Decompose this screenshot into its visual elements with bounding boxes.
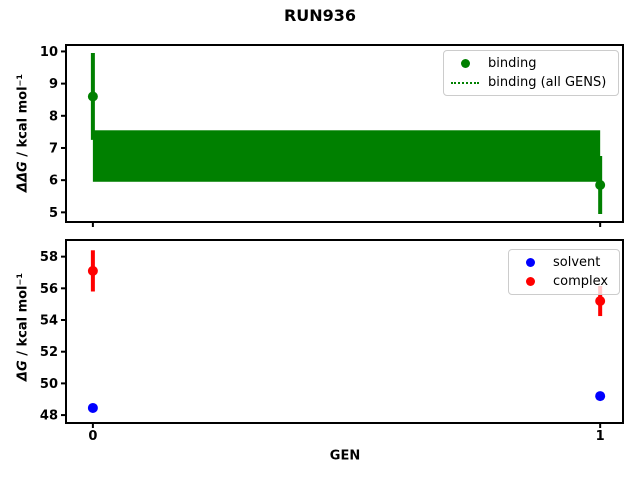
blue-dot-icon [525,258,535,267]
legend-label: complex [553,274,609,289]
binding-data-point [87,91,98,102]
legend-handle [450,81,480,84]
uncertainty-band [92,130,601,182]
delta-delta-g-symbol: ΔΔG [15,161,31,193]
axes-spines [65,239,624,424]
legend-item-binding-all-gens: binding (all GENS) [450,75,612,90]
y-tick-label: 48 [40,409,58,424]
y-tick-label: 52 [40,345,58,360]
legend-item-solvent: solvent [515,255,613,270]
solvent-data-point [595,391,606,402]
red-dot-icon [525,277,535,286]
legend-item-complex: complex [515,274,613,289]
y-tick-label: 7 [49,141,58,156]
legend-handle [450,59,480,68]
legend-handle [515,277,545,286]
delta-g-symbol: ΔG [15,360,31,382]
y-tick-label: 56 [40,282,58,297]
green-dot-icon [460,59,470,68]
y-tick-label: 50 [40,377,58,392]
solvent-data-point [87,402,98,413]
x-axis-label: GEN [329,448,361,464]
axes-spines [65,44,624,223]
bottom-y-axis-label: ΔG / kcal mol⁻¹ [16,273,31,381]
legend-handle [515,258,545,267]
top-y-axis-unit: / kcal mol⁻¹ [15,73,31,162]
top-y-axis-label: ΔΔG / kcal mol⁻¹ [16,74,31,192]
figure-title: RUN936 [283,6,357,25]
y-tick-label: 8 [49,109,58,124]
y-tick-label: 9 [49,77,58,92]
dotted-line-icon [451,81,479,84]
complex-data-point [87,265,98,276]
legend-label: binding (all GENS) [488,75,607,90]
solvent-complex-legend: solvent complex [508,249,620,295]
x-tick-label: 1 [596,429,605,444]
binding-data-point [595,179,606,190]
complex-data-point [595,296,606,306]
y-tick-label: 5 [49,206,58,221]
legend-label: binding [488,56,537,71]
y-tick-label: 10 [40,45,58,60]
legend-item-binding: binding [450,56,612,71]
bottom-y-axis-unit: / kcal mol⁻¹ [15,272,31,361]
binding-legend: binding binding (all GENS) [443,50,619,96]
legend-label: solvent [553,255,601,270]
x-tick-label: 0 [88,429,97,444]
y-tick-label: 6 [49,174,58,189]
y-tick-label: 58 [40,250,58,265]
y-tick-label: 54 [40,314,58,329]
